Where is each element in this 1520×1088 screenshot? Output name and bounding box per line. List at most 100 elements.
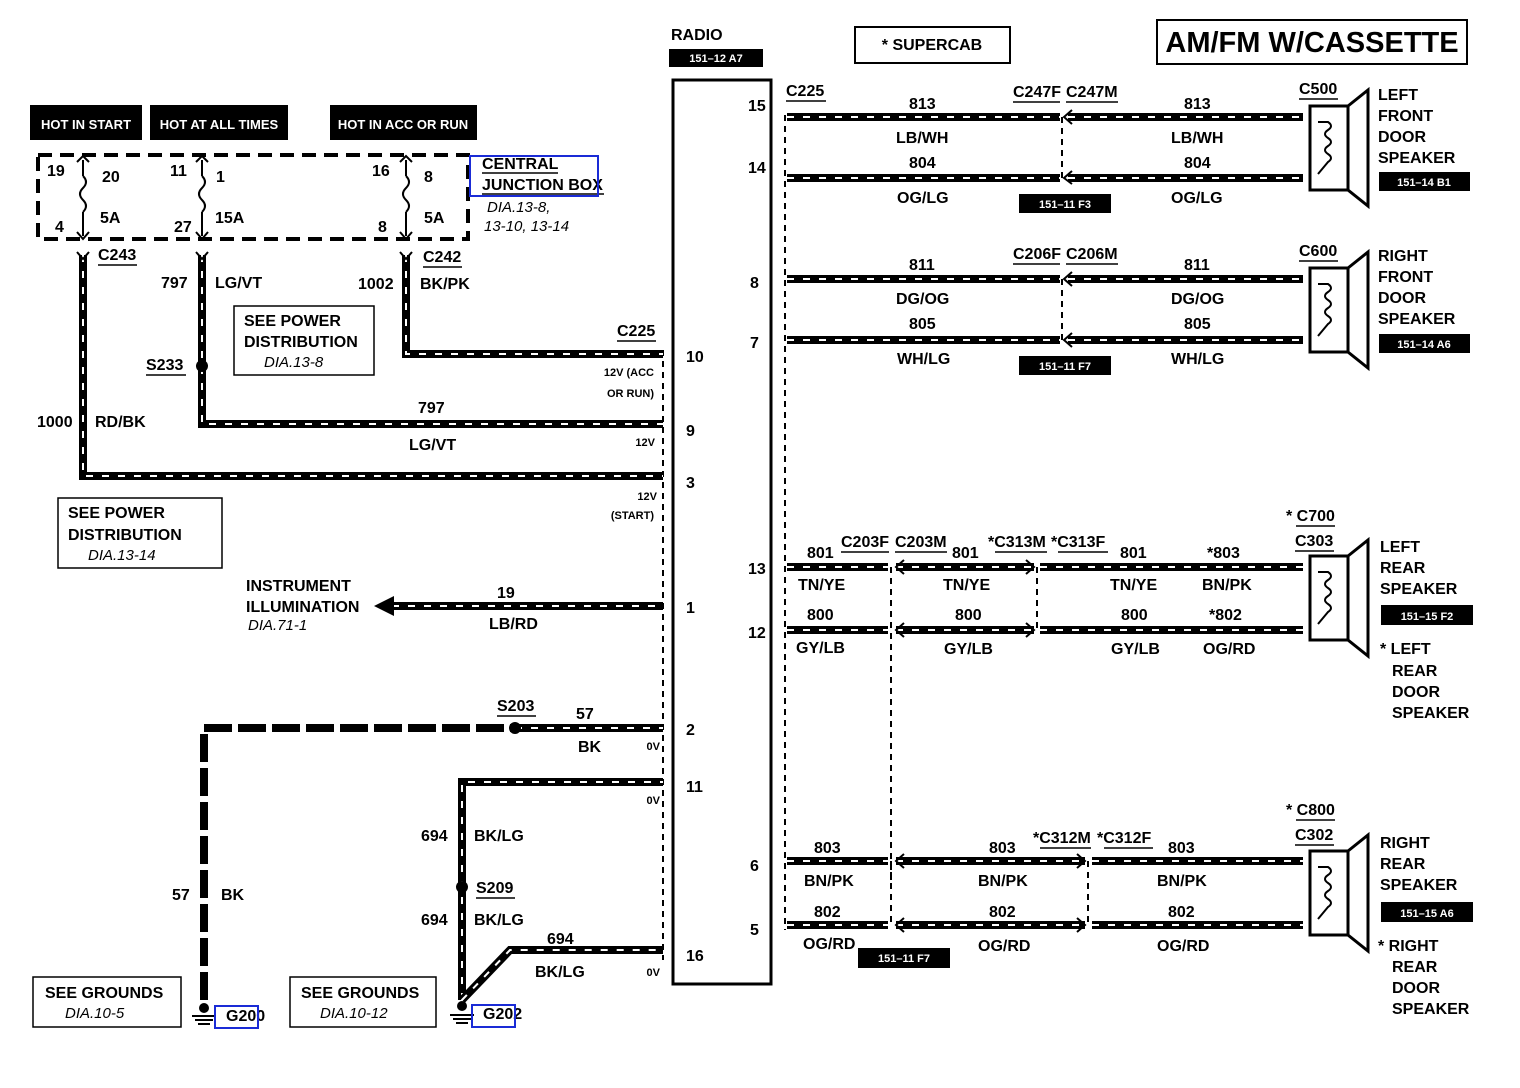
illumination-line-2: ILLUMINATION (246, 599, 359, 616)
lr-color-tnye-c: TN/YE (1110, 577, 1157, 594)
rf-ref-spk: 151–14 A6 (1397, 339, 1450, 351)
cjb-dia-1: DIA.13-8, (487, 199, 550, 216)
pin2-voltage: 0V (647, 741, 661, 753)
rr-color-ogrd-a: OG/RD (803, 936, 855, 953)
lr-name-1: LEFT (1380, 539, 1420, 556)
lf-c247m: C247M (1066, 84, 1118, 101)
rr-ref-mid: 151–11 F7 (878, 953, 930, 965)
lr-color-tnye-b: TN/YE (943, 577, 990, 594)
fuse-3-amp: 5A (424, 210, 445, 227)
rf-wire-805-a: 805 (909, 316, 936, 333)
diagram-title: AM/FM W/CASSETTE (1165, 27, 1458, 59)
wire-19-number: 19 (497, 585, 515, 602)
lr-c303: C303 (1295, 533, 1333, 550)
rr-speaker-icon (1308, 831, 1370, 955)
see-power-a-1: SEE POWER (244, 313, 341, 330)
lr-c313f: *C313F (1051, 534, 1105, 551)
lf-ref-mid: 151–11 F3 (1039, 199, 1091, 211)
lf-name-2: FRONT (1378, 108, 1433, 125)
wire-1000-rdbk (76, 251, 663, 480)
see-power-b-1: SEE POWER (68, 505, 165, 522)
radio-ref: 151–12 A7 (689, 53, 742, 65)
lr-wire-800-b: 800 (955, 607, 982, 624)
rr-c800: * C800 (1286, 802, 1335, 819)
radio-pin-9: 9 (686, 423, 695, 440)
rr-color-bnpk-a: BN/PK (804, 873, 854, 890)
rf-c600: C600 (1299, 243, 1337, 260)
rr-color-ogrd-b: OG/RD (978, 938, 1030, 955)
pin10-voltage-2: OR RUN) (607, 388, 654, 400)
fuse-1 (76, 154, 90, 241)
fuse-2-bottom-left: 27 (174, 219, 192, 236)
fuse-2-top-right: 1 (216, 169, 225, 186)
wire-694-color-b: BK/LG (474, 912, 524, 929)
rr-alt-3: DOOR (1392, 980, 1440, 997)
see-power-a-2: DISTRIBUTION (244, 334, 358, 351)
lr-wire-800-a: 800 (807, 607, 834, 624)
lr-alt-4: SPEAKER (1392, 705, 1470, 722)
rf-color-whlg-b: WH/LG (1171, 351, 1224, 368)
cjb-dia-2: 13-10, 13-14 (484, 218, 569, 235)
radio-pin-1: 1 (686, 600, 695, 617)
see-grounds-a-1: SEE GROUNDS (45, 985, 164, 1002)
lr-speaker-wires (787, 559, 1303, 880)
wire-797-color: LG/VT (409, 437, 456, 454)
wire-797-number-vertical: 797 (161, 275, 188, 292)
wire-694-number-c: 694 (547, 931, 574, 948)
lf-wire-813-b: 813 (1184, 96, 1211, 113)
lr-ref-spk-tag (1381, 605, 1473, 625)
lr-alt-2: REAR (1392, 663, 1438, 680)
splice-s203 (509, 722, 521, 734)
lf-name-1: LEFT (1378, 87, 1418, 104)
wire-694-color-a: BK/LG (474, 828, 524, 845)
rr-color-bnpk-b: BN/PK (978, 873, 1028, 890)
radio-pin-7: 7 (750, 335, 759, 352)
wire-797-number: 797 (418, 400, 445, 417)
pin16-voltage: 0V (647, 967, 661, 979)
lr-wire-801-b: 801 (952, 545, 979, 562)
lr-c700: * C700 (1286, 508, 1335, 525)
illumination-dia: DIA.71-1 (248, 617, 307, 634)
fuse-2 (195, 154, 209, 241)
radio-pin-6: 6 (750, 858, 759, 875)
rf-ref-spk-tag (1379, 334, 1470, 353)
wire-57-color-vertical: BK (221, 887, 245, 904)
illumination-line-1: INSTRUMENT (246, 578, 351, 595)
rr-ref-mid-tag (858, 948, 950, 968)
ground-g202-symbol (450, 1001, 474, 1024)
g202-highlight (471, 1004, 516, 1028)
fuse-1-bottom-left: 4 (55, 219, 64, 236)
rr-wire-803-c: 803 (1168, 840, 1195, 857)
fuse-2-amp: 15A (215, 210, 245, 227)
c225-right-label: C225 (786, 83, 824, 100)
pin11-voltage: 0V (647, 795, 661, 807)
wire-1002-bkpk (399, 251, 663, 358)
rr-name-2: REAR (1380, 856, 1426, 873)
lr-color-tnye-a: TN/YE (798, 577, 845, 594)
g202-label: G202 (483, 1006, 522, 1023)
radio-pin-13: 13 (748, 561, 766, 578)
see-grounds-a-2: DIA.10-5 (65, 1005, 125, 1022)
wire-19-lbrd (374, 596, 663, 616)
wire-694-color-c: BK/LG (535, 964, 585, 981)
supercab-note-box (854, 26, 1011, 64)
pin10-voltage-1: 12V (ACC (604, 367, 654, 379)
wire-694-number-a: 694 (421, 828, 448, 845)
rr-name-3: SPEAKER (1380, 877, 1458, 894)
radio-label: RADIO (671, 27, 723, 44)
rf-name-3: DOOR (1378, 290, 1426, 307)
wire-57-number-vertical: 57 (172, 887, 190, 904)
splice-s209 (456, 881, 468, 893)
radio-unit (671, 78, 773, 986)
rr-alt-4: SPEAKER (1392, 1001, 1470, 1018)
radio-ref-tag (669, 49, 763, 67)
rr-alt-1: * RIGHT (1378, 938, 1439, 955)
lf-color-oglg-b: OG/LG (1171, 190, 1223, 207)
lf-c247f: C247F (1013, 84, 1061, 101)
rr-alt-2: REAR (1392, 959, 1438, 976)
lf-c500: C500 (1299, 81, 1337, 98)
lf-color-lbwh-b: LB/WH (1171, 130, 1223, 147)
rf-speaker-wires (787, 271, 1303, 348)
radio-pin-12: 12 (748, 625, 766, 642)
